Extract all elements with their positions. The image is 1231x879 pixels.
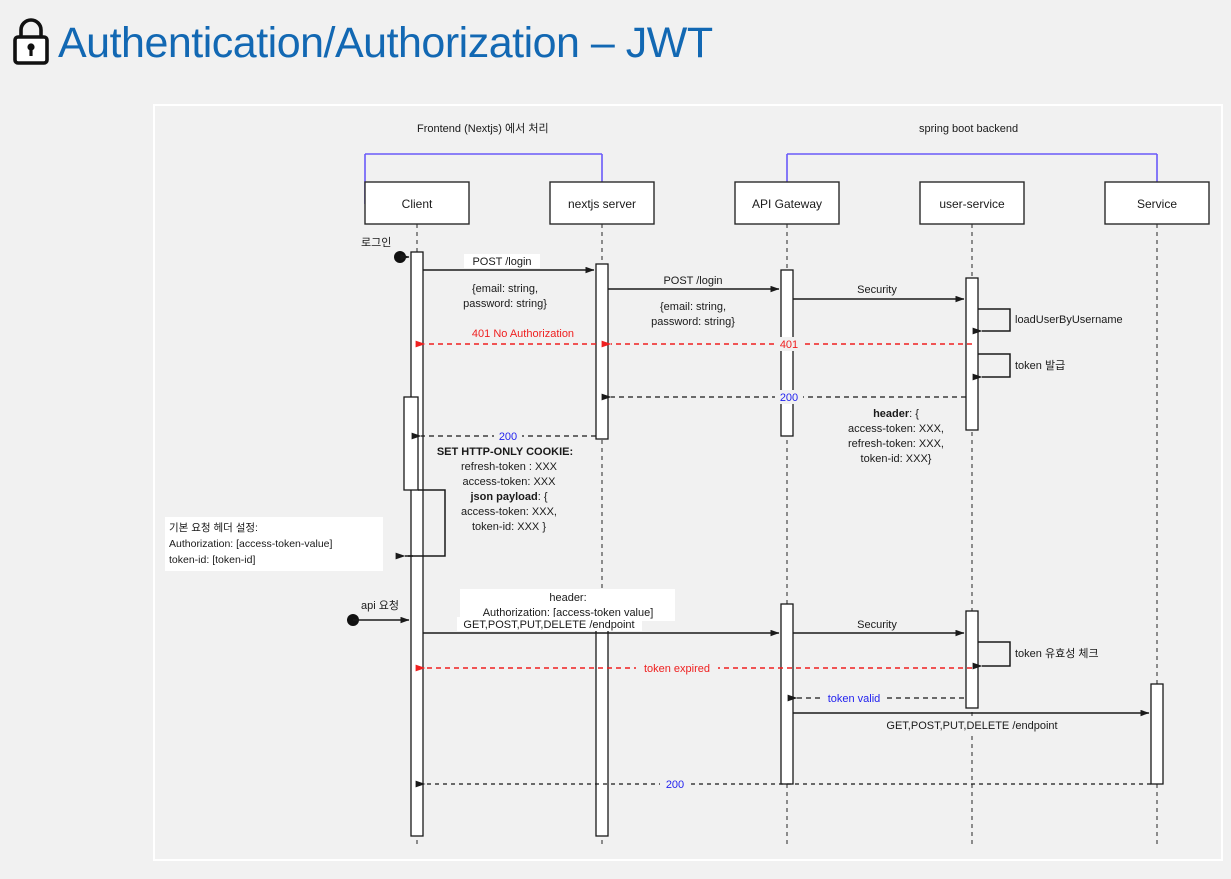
note-cookie-line-4: access-token: XXX, — [461, 506, 557, 518]
message-m16: GET,POST,PUT,DELETE /endpoint — [793, 709, 1150, 732]
message-label-m14: token expired — [644, 663, 710, 675]
message-m8: 200 — [601, 390, 966, 404]
note-header-line-3: token-id: XXX} — [861, 453, 932, 465]
message-label-m16: GET,POST,PUT,DELETE /endpoint — [886, 720, 1057, 732]
activation-gateway-2 — [780, 603, 794, 785]
svg-text:json payload: {: json payload: { — [469, 491, 547, 503]
note-default-header-line-0: 기본 요청 헤더 설정: — [169, 521, 258, 534]
note-api-header-line-0: header: — [549, 592, 586, 604]
message-m4: loadUserByUsername — [972, 308, 1135, 335]
message-label-m2: POST /login — [663, 275, 722, 287]
note-cookie-line-2: access-token: XXX — [463, 476, 557, 488]
message-label-m11: GET,POST,PUT,DELETE /endpoint — [463, 619, 634, 631]
group-label-backend: spring boot backend — [919, 123, 1018, 135]
note-header-block: header: { access-token: XXX, refresh-tok… — [848, 408, 944, 465]
participant-boxes: Client nextjs server API Gateway user-se… — [364, 181, 1210, 225]
activation-service-1 — [1150, 683, 1164, 785]
message-label-m17: 200 — [666, 779, 684, 791]
message-label-m1c: password: string} — [463, 298, 547, 310]
note-default-header: 기본 요청 헤더 설정: Authorization: [access-toke… — [165, 489, 446, 571]
message-m1: POST /login {email: string, password: st… — [423, 254, 595, 310]
note-cookie-block: SET HTTP-ONLY COOKIE: refresh-token : XX… — [437, 446, 573, 533]
participant-label-api-gateway: API Gateway — [752, 197, 822, 211]
note-default-header-line-1: Authorization: [access-token-value] — [169, 538, 332, 550]
message-label-m6: 401 — [780, 339, 798, 351]
lock-icon — [8, 13, 54, 74]
message-m14: token expired — [415, 661, 972, 675]
message-m2: POST /login {email: string, password: st… — [608, 273, 780, 328]
activation-nextjs-2 — [595, 614, 609, 837]
message-label-m12: Security — [857, 619, 897, 631]
participant-user-service[interactable]: user-service — [919, 181, 1025, 225]
participant-api-gateway[interactable]: API Gateway — [734, 181, 840, 225]
activation-gateway-1 — [780, 269, 794, 437]
note-default-header-line-2: token-id: [token-id] — [169, 554, 255, 566]
message-m7: token 발급 — [972, 353, 1083, 381]
participant-nextjs-server[interactable]: nextjs server — [549, 181, 655, 225]
note-header-line-0-key: header — [873, 408, 910, 420]
note-header-line-2: refresh-token: XXX, — [848, 438, 944, 450]
message-m9: 200 — [411, 429, 596, 443]
note-api-header: header: Authorization: [access-token val… — [460, 589, 675, 621]
activation-client-nested — [403, 396, 419, 491]
actor-label-api-request: api 요청 — [361, 599, 399, 612]
page-title-text: Authentication/Authorization – JWT — [58, 18, 713, 67]
message-label-m2c: password: string} — [651, 316, 735, 328]
message-label-m9: 200 — [499, 431, 517, 443]
message-label-m4: loadUserByUsername — [1015, 314, 1123, 326]
note-header-line-1: access-token: XXX, — [848, 423, 944, 435]
message-m13: token 유효성 체크 — [972, 641, 1121, 670]
note-cookie-line-5: token-id: XXX } — [472, 521, 546, 533]
note-cookie-line-1: refresh-token : XXX — [461, 461, 558, 473]
activation-nextjs-1 — [595, 263, 609, 440]
actor-login: 로그인 — [357, 235, 410, 263]
participant-client[interactable]: Client — [364, 181, 470, 225]
note-api-header-line-1: Authorization: [access-token value] — [483, 607, 654, 619]
activation-user-1 — [965, 277, 979, 431]
participant-label-client: Client — [402, 197, 433, 211]
message-m11: GET,POST,PUT,DELETE /endpoint — [423, 617, 780, 637]
message-label-m8: 200 — [780, 392, 798, 404]
message-label-m1: POST /login — [472, 256, 531, 268]
message-m17: 200 — [415, 777, 1151, 791]
svg-text:header: {: header: { — [873, 408, 919, 420]
participant-label-service: Service — [1137, 197, 1177, 211]
participant-service[interactable]: Service — [1104, 181, 1210, 225]
actor-api-request: api 요청 — [347, 598, 410, 626]
message-label-m3: Security — [857, 284, 897, 296]
message-label-m7: token 발급 — [1015, 359, 1065, 372]
message-m12: Security — [793, 617, 965, 637]
message-m3: Security — [793, 282, 965, 303]
message-label-m15: token valid — [828, 693, 881, 705]
participant-label-nextjs-server: nextjs server — [568, 197, 636, 211]
page-title: Authentication/Authorization – JWT — [8, 8, 713, 78]
note-header-line-0-suffix: : { — [909, 408, 919, 420]
message-label-m5: 401 No Authorization — [472, 328, 574, 340]
message-label-m2b: {email: string, — [660, 301, 726, 313]
message-label-m13: token 유효성 체크 — [1015, 647, 1099, 660]
message-m5: 401 No Authorization — [415, 326, 596, 348]
group-label-frontend: Frontend (Nextjs) 에서 처리 — [417, 122, 549, 135]
sequence-diagram-svg: Frontend (Nextjs) 에서 처리 spring boot back… — [165, 120, 1210, 846]
message-m6: 401 — [601, 337, 972, 351]
activation-user-2 — [965, 610, 979, 709]
note-cookie-line-0: SET HTTP-ONLY COOKIE: — [437, 446, 573, 458]
note-cookie-line-3-key: json payload — [469, 491, 537, 503]
actor-label-login: 로그인 — [361, 236, 391, 249]
sequence-diagram-frame: Frontend (Nextjs) 에서 처리 spring boot back… — [153, 104, 1223, 861]
message-label-m1b: {email: string, — [472, 283, 538, 295]
note-cookie-line-3-suffix: : { — [538, 491, 548, 503]
message-m15: token valid — [787, 691, 964, 705]
participant-label-user-service: user-service — [939, 197, 1005, 211]
activation-client-main — [410, 251, 424, 837]
